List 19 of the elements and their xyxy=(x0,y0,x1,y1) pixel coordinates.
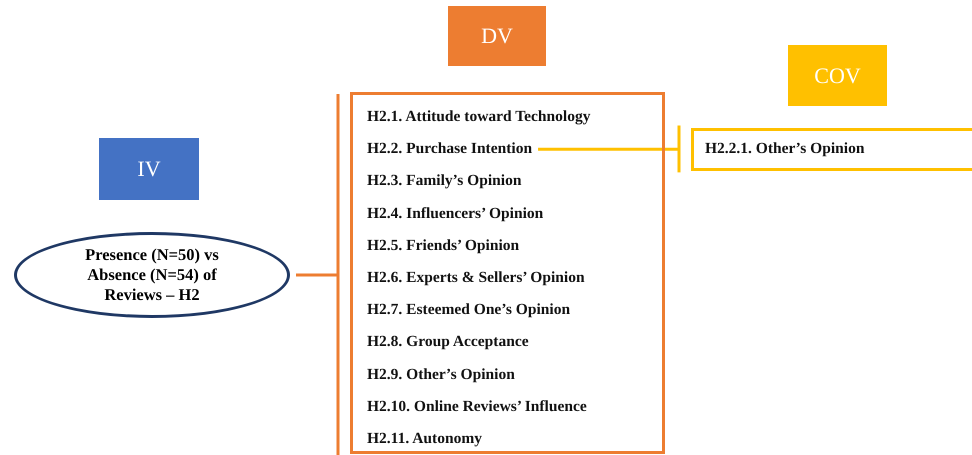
hypothesis-list-box xyxy=(350,92,665,454)
hypothesis-text: H2.6. Experts & Sellers’ Opinion xyxy=(367,269,585,287)
connector-line xyxy=(296,94,340,455)
hypothesis-text: H2.7. Esteemed One’s Opinion xyxy=(367,301,570,320)
condition-ellipse: Presence (N=50) vs Absence (N=54) of Reviews – H2 xyxy=(14,232,290,318)
hypothesis-text: H2.10. Online Reviews’ Influence xyxy=(367,398,587,416)
variable-label-box: IV xyxy=(99,138,199,200)
hypothesis-text: H2.3. Family’s Opinion xyxy=(367,172,522,190)
covariate-box: H2.2.1. Other’s Opinion xyxy=(691,128,972,171)
connector-line xyxy=(538,125,680,172)
hypothesis-text: H2.8. Group Acceptance xyxy=(367,333,529,352)
hypothesis-text: H2.1. Attitude toward Technology xyxy=(367,108,590,126)
hypothesis-text: H2.11. Autonomy xyxy=(367,430,482,448)
hypothesis-text: H2.2. Purchase Intention xyxy=(367,140,532,158)
variable-label-box: DV xyxy=(448,6,546,66)
variable-label-box: COV xyxy=(788,45,887,106)
hypothesis-text: H2.5. Friends’ Opinion xyxy=(367,236,520,255)
hypothesis-text: H2.4. Influencers’ Opinion xyxy=(367,204,544,223)
hypothesis-text: H2.9. Other’s Opinion xyxy=(367,366,515,384)
